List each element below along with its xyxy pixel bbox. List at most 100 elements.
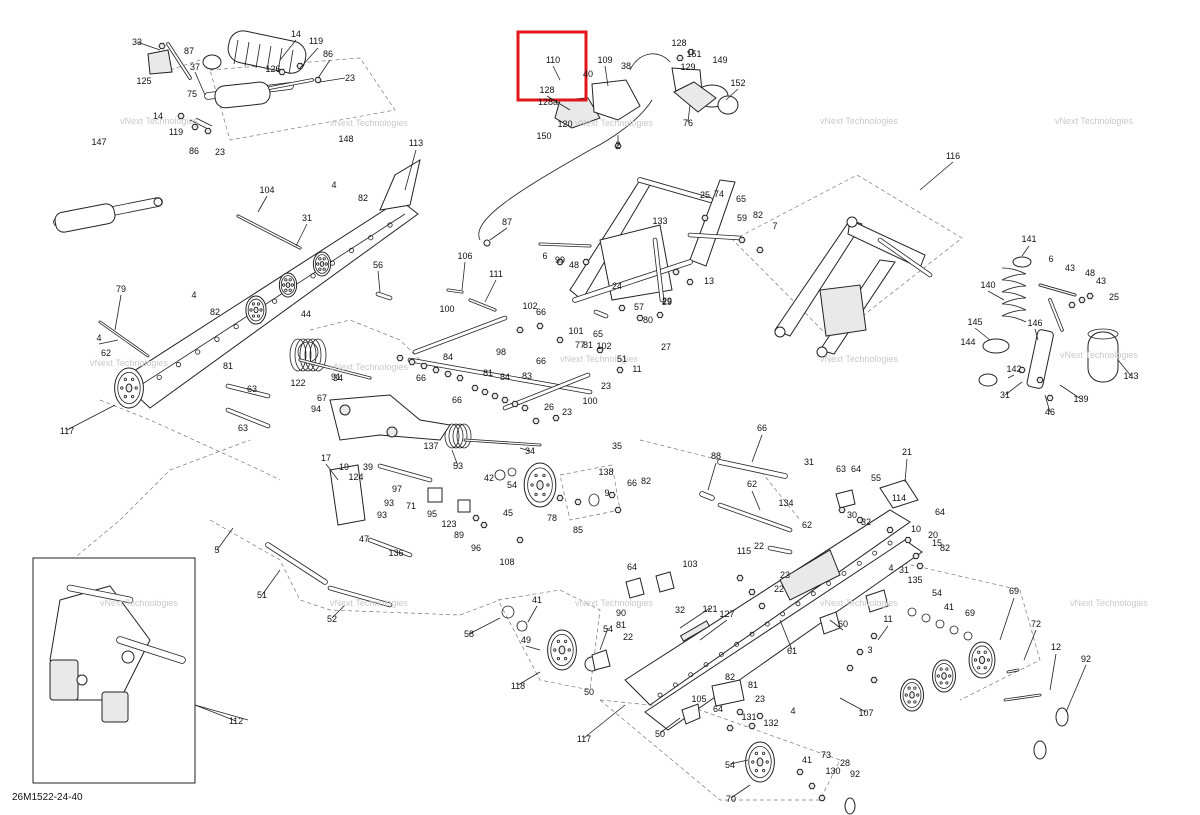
leader-line [987, 290, 1005, 301]
block-64 [835, 489, 856, 509]
wheel-54-hole [761, 751, 766, 755]
callout-115: 115 [737, 546, 751, 556]
rubber-boot [227, 30, 307, 74]
leader-line [1023, 629, 1037, 661]
part-circle [846, 216, 858, 228]
callout-66: 66 [757, 423, 767, 433]
callout-101: 101 [568, 326, 583, 336]
watermark-text: vNext Technologies [330, 598, 408, 608]
block-114 [879, 479, 919, 509]
callout-45: 45 [503, 508, 513, 518]
callout-52: 52 [327, 614, 337, 624]
nut [516, 536, 524, 544]
highlight-box [516, 30, 588, 102]
nut [726, 724, 734, 732]
callout-66: 66 [452, 395, 462, 405]
rear-wheel-left-hub [125, 383, 133, 393]
callout-82: 82 [358, 193, 368, 203]
leader-line [525, 645, 541, 651]
callout-54: 54 [507, 480, 517, 490]
rod-fill [594, 310, 608, 318]
nut [796, 768, 804, 776]
shock-rod-146-fill [1049, 299, 1063, 331]
nut [904, 536, 912, 544]
nut [916, 562, 924, 570]
watermark-text: vNext Technologies [1055, 116, 1133, 126]
wheel-69c-hole [904, 693, 908, 697]
pin-24-fill [653, 238, 664, 302]
boot-rib [266, 45, 272, 71]
shaft-100b-fill [503, 373, 590, 410]
callout-89: 89 [454, 530, 464, 540]
nut [556, 336, 564, 344]
wheel-54-hole [754, 769, 759, 773]
leader-line [1049, 653, 1057, 691]
part-circle [121, 650, 135, 664]
callout-55: 55 [871, 473, 881, 483]
nut [532, 417, 540, 425]
callout-67: 67 [317, 393, 327, 403]
callout-128a: 128a [538, 97, 558, 107]
leader-line [194, 704, 237, 722]
callout-147: 147 [91, 137, 106, 147]
leader-line [1007, 374, 1015, 379]
wheel-69c-rim [902, 682, 922, 708]
idler-wheel-b-hole [290, 283, 294, 287]
callout-31: 31 [804, 457, 814, 467]
callout-3: 3 [867, 645, 872, 655]
nut [912, 552, 920, 560]
nut [582, 258, 590, 266]
callout-77: 77 [575, 340, 585, 350]
callout-128: 128 [671, 38, 686, 48]
rail-hole [688, 672, 694, 678]
callout-41: 41 [802, 755, 812, 765]
callout-23: 23 [345, 73, 355, 83]
callout-26: 26 [544, 402, 554, 412]
callout-41: 41 [532, 595, 542, 605]
leader-line [546, 95, 571, 111]
part-circle [507, 467, 517, 477]
callout-30: 30 [847, 510, 857, 520]
callout-86: 86 [323, 49, 333, 59]
callout-19: 19 [339, 462, 349, 472]
wheel-69b-rim [934, 663, 954, 689]
torsion-spring-44 [309, 338, 327, 372]
leader-line [451, 449, 459, 467]
shaft-88-fill [718, 460, 787, 478]
nut [472, 514, 480, 522]
callout-102: 102 [596, 341, 611, 351]
callout-81: 81 [616, 620, 626, 630]
cap-92b [1033, 740, 1047, 760]
nut [618, 304, 626, 312]
callout-113: 113 [409, 138, 423, 148]
callout-81: 81 [748, 680, 758, 690]
callout-73: 73 [821, 750, 831, 760]
callout-131: 131 [741, 712, 756, 722]
pin-111-fill [469, 299, 496, 311]
idler-wheel-b-rim [280, 275, 296, 295]
wheel-69b-hole [936, 674, 940, 678]
group-box-52 [209, 519, 501, 616]
leader-line [299, 47, 319, 69]
nut [1036, 376, 1044, 384]
callout-82: 82 [940, 543, 950, 553]
rail-hole [657, 692, 663, 698]
wheel-69b-hole [945, 681, 949, 685]
part-circle [153, 197, 163, 207]
callout-125: 125 [136, 76, 151, 86]
callout-107: 107 [858, 708, 873, 718]
callout-51: 51 [257, 590, 267, 600]
part-circle [76, 674, 88, 686]
part-circle [483, 239, 491, 247]
rear-arm-right [689, 179, 736, 267]
callout-59: 59 [737, 213, 747, 223]
spring-140 [1001, 267, 1027, 323]
pin-62b-fill [768, 546, 792, 554]
part-circle [494, 469, 506, 481]
leader-line [114, 294, 122, 331]
inset-mount [49, 659, 79, 701]
wheel-69a-hole [983, 666, 987, 670]
nut [736, 574, 744, 582]
rail-hole [233, 323, 239, 330]
